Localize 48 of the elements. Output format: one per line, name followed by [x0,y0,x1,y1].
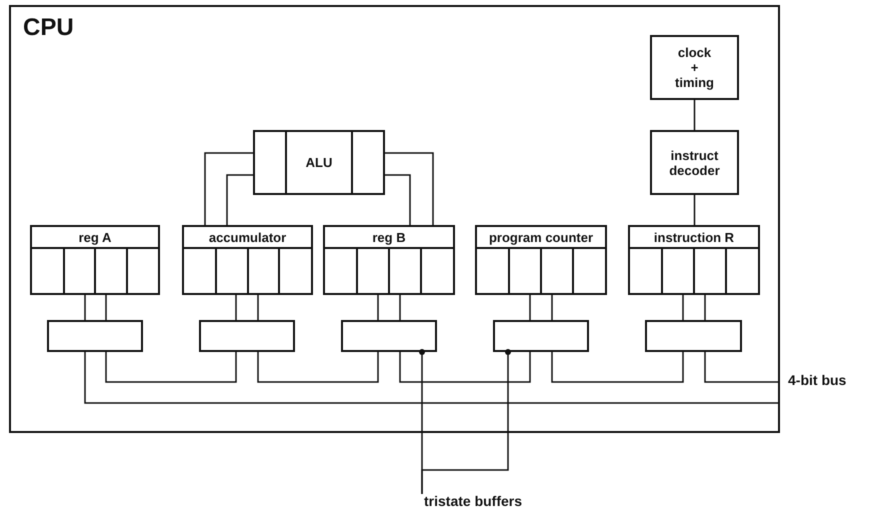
cpu-frame [9,5,780,433]
connector-line [105,295,107,320]
register-label: instruction R [654,230,734,244]
connector-line [551,295,553,320]
bus-line [257,352,379,383]
bus-line [704,352,778,383]
register-label: reg B [372,230,406,244]
connector-line [529,295,531,320]
register-box [182,225,313,295]
bus-line [105,352,237,383]
register-label: accumulator [208,230,286,244]
bus-line [84,352,778,404]
bus-line [551,352,684,383]
connector-line [226,174,253,225]
connector-line [704,295,706,320]
register-box [475,225,607,295]
register-label: program counter [488,230,593,244]
connector-line [385,174,411,225]
register-box [30,225,160,295]
bus-line [399,352,531,383]
connector-line [257,295,259,320]
connector-line [399,295,401,320]
alu-box [253,130,385,195]
buffer-box [199,320,295,352]
connector-line [84,295,86,320]
callout-label: tristate buffers [423,494,524,509]
component-box [650,130,739,195]
buffer-box [47,320,143,352]
connector-line [235,295,237,320]
leader-line [421,349,511,494]
frame-title: CPU [23,15,74,41]
buffer-box [341,320,437,352]
connector-line [694,100,696,130]
connector-line [377,295,379,320]
connector-line [682,295,684,320]
register-box [323,225,455,295]
buffer-box [645,320,742,352]
buffer-box [493,320,589,352]
connector-line [694,195,696,225]
register-label: reg A [78,230,112,244]
connector-line [204,152,253,225]
register-box [628,225,760,295]
box-label: ALU [306,155,332,170]
bus-label: 4-bit bus [788,373,846,388]
box-label: instruct decoder [668,148,721,178]
component-box [650,35,739,100]
box-label: clock + timing [674,45,715,90]
connector-line [385,152,434,225]
